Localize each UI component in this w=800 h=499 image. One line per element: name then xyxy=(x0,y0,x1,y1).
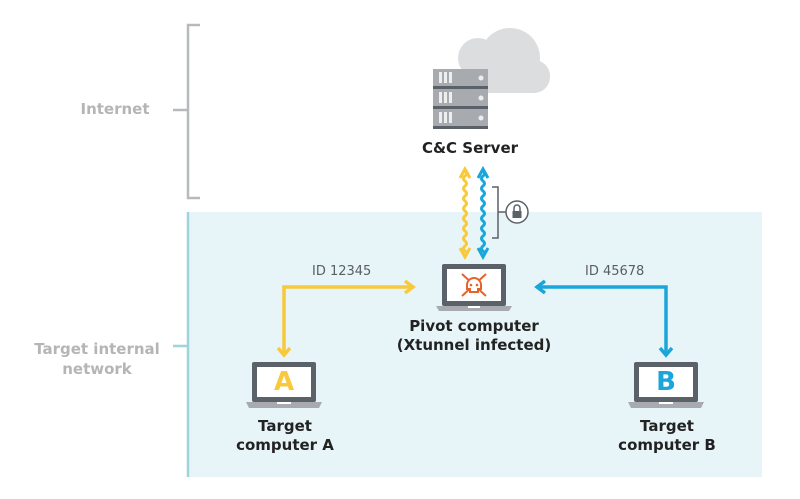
link-b-label: ID 45678 xyxy=(585,264,645,279)
target-a-label-line1: Target xyxy=(258,417,312,435)
link-a-to-pivot xyxy=(276,279,416,358)
tunnel-blue xyxy=(480,169,486,258)
internal-network-label: Target internal network xyxy=(34,340,160,378)
target-b-label-line1: Target xyxy=(640,417,694,435)
internal-network-bracket xyxy=(173,212,190,477)
target-a-laptop-icon xyxy=(246,362,322,408)
server-rack-icon xyxy=(433,69,488,129)
pivot-label-line1: Pivot computer xyxy=(409,317,539,335)
server-label: C&C Server xyxy=(421,139,519,157)
target-a-label-line2: computer A xyxy=(236,436,334,454)
encryption-bracket xyxy=(492,186,506,239)
lock-icon xyxy=(505,200,529,224)
target-a-label: Target computer A xyxy=(220,417,350,455)
target-b-label-line2: computer B xyxy=(618,436,716,454)
tunnel-yellow xyxy=(462,169,468,258)
link-b-to-pivot xyxy=(534,279,674,358)
skull-crossbones-icon xyxy=(461,273,487,297)
target-b-laptop-icon xyxy=(628,362,704,408)
internet-bracket xyxy=(173,23,200,200)
tunnel-arrowheads xyxy=(458,165,490,261)
target-b-letter: B xyxy=(656,367,676,397)
link-a-label: ID 12345 xyxy=(312,264,372,279)
target-a-letter: A xyxy=(273,367,295,397)
internet-label: Internet xyxy=(80,100,150,118)
pivot-label-line2: (Xtunnel infected) xyxy=(396,336,552,354)
target-b-label: Target computer B xyxy=(602,417,732,455)
pivot-label: Pivot computer (Xtunnel infected) xyxy=(384,317,564,355)
